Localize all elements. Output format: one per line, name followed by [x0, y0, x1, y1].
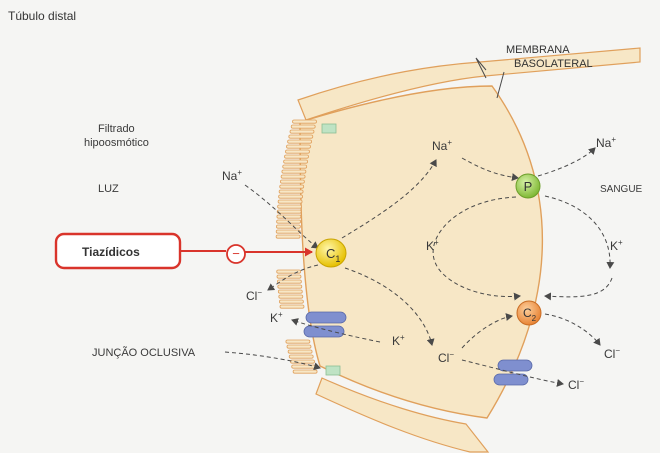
k-channel-apical-1 [305, 311, 347, 324]
membrana-pointers [475, 57, 505, 99]
arrow-cl-c2-to-blood [544, 313, 601, 346]
microvillus [275, 234, 301, 239]
microvillus [276, 279, 302, 284]
lower-cell [315, 377, 490, 453]
microvillus [285, 339, 311, 344]
arrow-k-left-loop [432, 196, 521, 301]
microvillus [280, 174, 306, 179]
luz-label: LUZ [98, 183, 119, 195]
inhibition-circle [226, 244, 246, 264]
p-letter: P [524, 179, 533, 194]
microvillus [278, 299, 304, 304]
ion-cl-blood-lower: Cl− [568, 377, 584, 392]
microvillus [290, 359, 315, 364]
arrow-cl-to-c2 [461, 313, 513, 349]
c2-letter: C2 [523, 306, 537, 323]
ion-k-cell-left: K+ [426, 238, 439, 253]
cl-channel-basolateral-1 [497, 359, 533, 372]
transporter-p: P [515, 173, 541, 199]
microvillus [277, 284, 303, 289]
microvillus [278, 294, 304, 299]
microvillus [288, 354, 314, 359]
transporter-c1: C1 [315, 238, 347, 268]
microvillus [277, 199, 303, 204]
transporter-c2: C2 [516, 300, 542, 326]
microvillus [291, 364, 317, 369]
microvillus [284, 154, 309, 159]
microvillus [279, 179, 305, 184]
microvillus [281, 169, 307, 174]
microvillus [289, 129, 315, 134]
ion-na-blood: Na+ [596, 135, 616, 150]
c1-letter: C1 [326, 246, 340, 264]
arrow-k-right-loop [544, 195, 615, 269]
ion-na-lumen: Na+ [222, 168, 242, 183]
microvillus [285, 149, 310, 154]
arrow-na-to-p [461, 157, 519, 182]
ion-cl-lumen: Cl− [246, 288, 262, 303]
microvillus [292, 369, 318, 374]
microvillus [278, 189, 304, 194]
tubule-cell [299, 85, 544, 419]
microvillus [286, 344, 312, 349]
membrana-label-line1: MEMBRANA [506, 44, 570, 56]
ion-cl-cell: Cl− [438, 350, 454, 365]
ion-k-mid: K+ [392, 333, 405, 348]
arrow-na-c1-to-cell [341, 159, 437, 239]
microvillus [277, 289, 303, 294]
microvillus [277, 204, 303, 209]
microvillus [279, 184, 305, 189]
microvillus [286, 144, 311, 149]
filtrado-label-line2: hipoosmótico [84, 137, 149, 149]
sangue-label: SANGUE [600, 184, 643, 195]
ion-k-lumen: K+ [270, 310, 283, 325]
arrow-cl-channel-to-blood [461, 359, 564, 387]
filtrado-label-line1: Filtrado [98, 123, 135, 135]
tight-junction-upper [321, 123, 337, 134]
tiazidicos-label: Tiazídicos [82, 245, 140, 259]
arrow-cl-lumen [267, 264, 319, 291]
microvillus [279, 304, 305, 309]
microvillus [276, 214, 302, 219]
microvillus [278, 194, 304, 199]
ion-cl-blood-upper: Cl− [604, 346, 620, 361]
microvillus [275, 224, 301, 229]
ion-na-cell: Na+ [432, 138, 452, 153]
arrow-na-into-c1 [244, 184, 319, 249]
microvillus [292, 119, 317, 124]
ion-k-cell-right: K+ [610, 238, 623, 253]
microvillus [288, 134, 314, 139]
microvillus [283, 159, 309, 164]
microvillus [276, 269, 302, 274]
membrana-label-line2: BASOLATERAL [514, 58, 593, 70]
microvillus [282, 164, 308, 169]
k-channel-apical-2 [303, 325, 345, 338]
arrow-k-right-return [544, 277, 613, 301]
microvillus [275, 229, 301, 234]
cl-channel-basolateral-2 [493, 373, 529, 386]
tight-junction-lower [325, 365, 341, 376]
microvilli [275, 119, 318, 374]
microvillus [287, 349, 313, 354]
juncao-oclusiva-label: JUNÇÃO OCLUSIVA [92, 346, 196, 359]
inhibition-symbol: − [232, 246, 240, 261]
upper-cell [297, 47, 641, 121]
diagram-title: Túbulo distal [8, 9, 76, 23]
arrow-cl-c1-to-cell [344, 267, 435, 346]
arrow-na-p-to-blood [537, 147, 596, 177]
microvillus [287, 139, 313, 144]
microvillus [276, 209, 302, 214]
microvillus [290, 124, 316, 129]
transport-arrows [224, 57, 615, 387]
arrow-k-to-lumen [291, 318, 381, 343]
